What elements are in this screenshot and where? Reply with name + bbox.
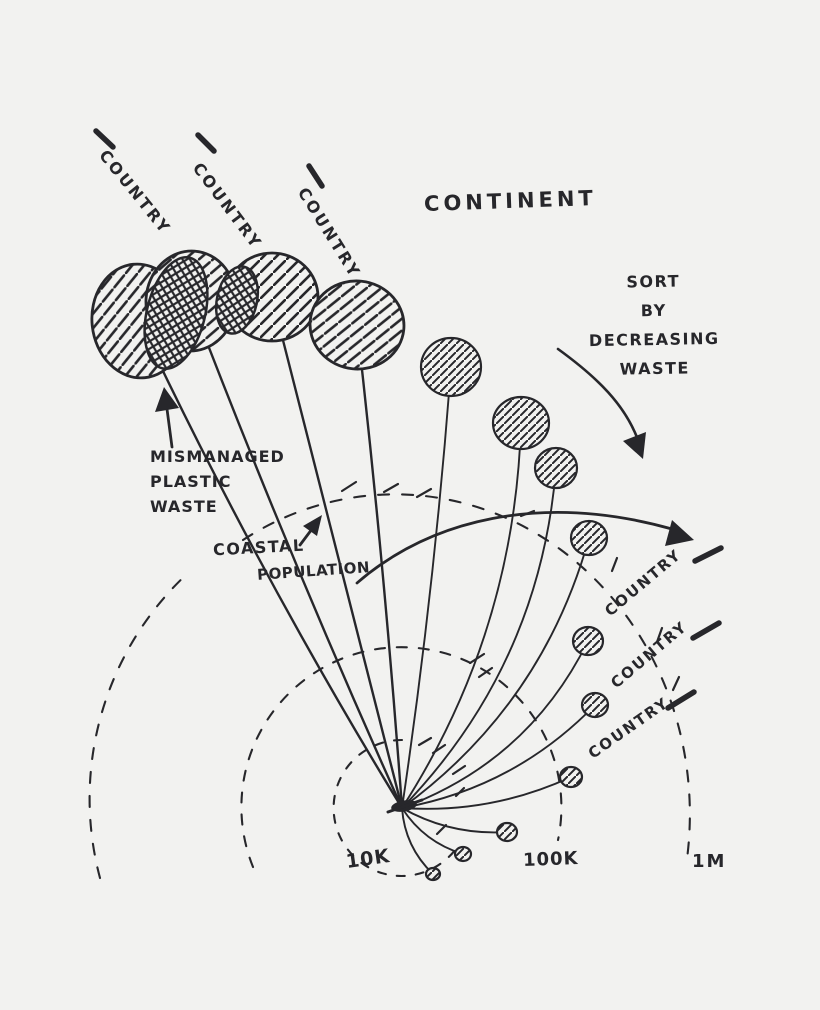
coastal-arrowhead	[303, 515, 322, 536]
flow-stem-10	[401, 704, 596, 809]
population-ring-1M	[88, 570, 191, 880]
flow-stem-6	[401, 422, 522, 809]
sort-line-3: DECREASING	[588, 328, 720, 351]
waste-line-3: WASTE	[150, 497, 218, 516]
sort-line-1: SORT	[626, 271, 681, 292]
flow-stem-4	[355, 323, 404, 810]
waste-pointer-arrow	[155, 387, 179, 449]
sort-arrow	[556, 347, 646, 459]
population-sweep-arrow	[355, 511, 694, 585]
bubble-overlap-2	[214, 265, 260, 335]
population-ring-10K	[332, 738, 460, 878]
mismanaged-plastic-waste-label: MISMANAGED PLASTIC WASTE	[150, 444, 285, 519]
waste-line-2: PLASTIC	[150, 472, 232, 491]
bubble-overlap-1	[143, 255, 209, 371]
country-bubble-9	[571, 625, 605, 657]
population-rings	[88, 493, 691, 880]
country-bubble-13	[453, 845, 473, 863]
country-bubble-7	[533, 446, 579, 490]
country-bubble-4	[308, 279, 406, 371]
bubble-overlaps	[143, 255, 260, 371]
country-label-dashes	[93, 128, 724, 711]
population-ring-100K	[240, 646, 563, 869]
flow-stems	[137, 295, 596, 875]
country-bubble-12	[495, 821, 519, 843]
flow-stem-12	[401, 807, 508, 834]
tick-marks	[340, 480, 681, 836]
country-bubble-10	[580, 691, 610, 719]
sort-line-4: WASTE	[619, 358, 691, 379]
waste-arrowhead	[155, 387, 179, 412]
flow-stem-11	[401, 776, 572, 810]
flow-stem-8	[401, 537, 590, 809]
ring-label-1m: 1M	[692, 851, 727, 872]
flow-stem-14	[401, 807, 434, 875]
waste-line-1: MISMANAGED	[150, 447, 285, 466]
fan-origin-knot	[386, 798, 424, 814]
annotation-strokes	[93, 128, 724, 836]
flow-stem-3	[270, 295, 404, 810]
country-bubble-5	[419, 336, 483, 398]
sort-line-2: BY	[640, 300, 667, 321]
sort-arrowhead	[623, 432, 646, 459]
ring-label-100k: 100K	[522, 848, 579, 871]
coastal-pointer-arrow	[298, 515, 322, 547]
flow-stem-9	[401, 640, 589, 809]
sweep-arrowhead	[665, 520, 694, 546]
flow-stem-1	[137, 319, 404, 810]
flow-stem-7	[401, 467, 557, 809]
country-bubble-14	[424, 866, 442, 882]
flow-stem-13	[401, 807, 464, 855]
country-bubble-8	[569, 519, 609, 557]
country-bubble-6	[491, 395, 551, 451]
sort-by-decreasing-waste-label: SORT BY DECREASING WASTE	[587, 266, 721, 384]
country-bubble-11	[558, 765, 584, 789]
flow-stem-5	[401, 366, 452, 809]
flow-stem-2	[189, 299, 404, 810]
population-ring-1M	[241, 493, 691, 868]
